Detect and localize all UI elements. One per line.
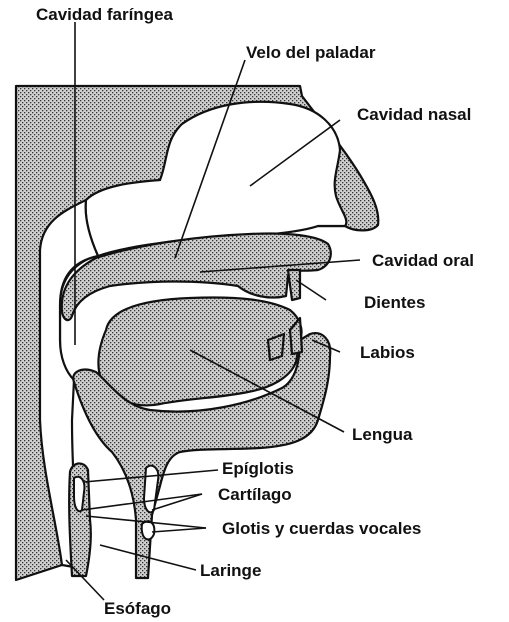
label-cavidad-oral: Cavidad oral <box>372 251 474 270</box>
upper-teeth <box>288 270 300 300</box>
epiglottis-shape <box>74 477 84 511</box>
label-dientes: Dientes <box>364 293 425 312</box>
vocal-cords-shape <box>142 521 155 539</box>
label-epiglotis: Epíglotis <box>222 459 294 478</box>
label-velo-paladar: Velo del paladar <box>246 43 376 62</box>
label-laringe: Laringe <box>200 561 261 580</box>
label-cartilago: Cartílago <box>218 485 292 504</box>
label-lengua: Lengua <box>352 425 413 444</box>
cartilage-shape <box>144 466 158 513</box>
leader-cartilago-2 <box>152 494 202 510</box>
label-esofago: Esófago <box>104 599 171 618</box>
label-cavidad-nasal: Cavidad nasal <box>357 105 471 124</box>
leader-glotis-2 <box>152 528 206 532</box>
label-labios: Labios <box>360 343 415 362</box>
label-cavidad-faringea: Cavidad faríngea <box>36 5 174 24</box>
label-glotis: Glotis y cuerdas vocales <box>222 519 421 538</box>
